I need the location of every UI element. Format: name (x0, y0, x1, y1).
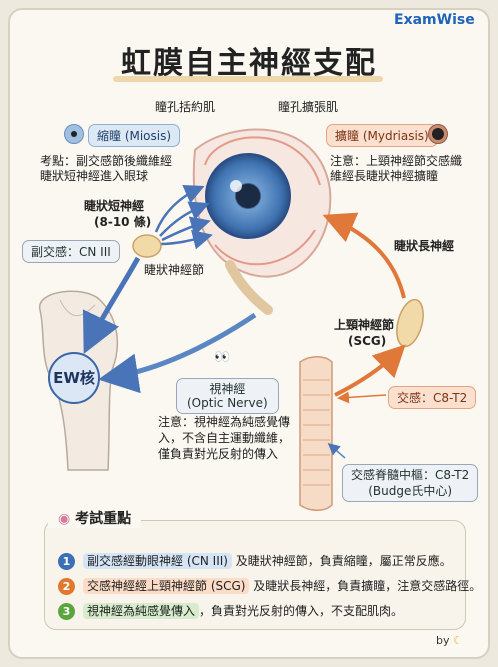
budge-pointer (327, 443, 346, 459)
exam-points-heading: ◉ 考試重點 (48, 508, 142, 528)
exam-item-3-text: ，負責對光反射的傳入，不支配肌肉。 (199, 604, 404, 618)
title-highlight (113, 76, 383, 82)
scg-label: 上頸神經節 (334, 318, 395, 332)
sympathetic-note-line2: 維經長睫狀神經擴瞳 (330, 169, 439, 183)
exam-item-3-highlight: 視神經為純感覺傳入 (83, 603, 200, 619)
scg-shape (396, 298, 424, 348)
ciliary-ganglion-label: 睫狀神經節 (144, 263, 205, 277)
exam-item-3: 3 視神經為純感覺傳入，負責對光反射的傳入，不支配肌肉。 (58, 601, 403, 621)
ciliary-ganglion-shape (132, 234, 162, 258)
short-ciliary-label: 睫狀短神經 (84, 199, 145, 213)
short-ciliary-count: (8-10 條) (94, 215, 152, 229)
optic-nerve-english: (Optic Nerve) (187, 396, 268, 410)
scg-abbrev: (SCG) (348, 334, 387, 348)
footer-credit: by ☾ (436, 634, 463, 647)
miosis-eye-icon (64, 124, 84, 144)
exam-heading-text: 考試重點 (75, 511, 132, 527)
sympathetic-note-line1: 注意：上頸神經節交感纖 (330, 154, 463, 168)
eyeball (192, 128, 332, 315)
banana-icon: ☾ (453, 634, 463, 647)
exam-item-2-number: 2 (58, 578, 75, 595)
exam-item-1: 1 副交感經動眼神經 (CN III) 及睫狀神經節，負責縮瞳，屬正常反應。 (58, 551, 452, 571)
sympathetic-pointer (337, 391, 387, 404)
exam-item-3-number: 3 (58, 603, 75, 620)
exam-item-2-highlight: 交感神經經上頸神經節 (SCG) (83, 578, 250, 594)
brand-logo: ExamWise (394, 12, 475, 28)
short-ciliary-arrows (154, 184, 213, 250)
ew-nucleus: EW核 (48, 352, 100, 404)
parasympathetic-note-line2: 睫狀短神經進入眼球 (40, 169, 149, 183)
cn3-badge: 副交感：CN III (22, 240, 120, 263)
spinal-cord (299, 356, 333, 511)
mydriasis-badge: 擴瞳 (Mydriasis) (326, 124, 438, 147)
long-ciliary-label: 睫狀長神經 (394, 239, 455, 253)
budge-center-name: (Budge氏中心) (368, 484, 453, 498)
optic-note-line1: 注意：視神經為純感覺傳 (158, 415, 291, 429)
sympathetic-spinal-arrow (334, 344, 406, 397)
exam-item-2-text: 及睫狀長神經，負責擴瞳，注意交感路徑。 (249, 579, 482, 593)
sympathetic-badge: 交感：C8-T2 (388, 386, 477, 409)
dilator-label: 瞳孔擴張肌 (278, 100, 339, 114)
brain-icon: ◉ (58, 511, 71, 527)
page-title: 虹膜自主神經支配 (121, 46, 377, 81)
budge-center-label: 交感脊髓中樞：C8-T2 (351, 468, 470, 482)
parasympathetic-note-line1: 考點：副交感節後纖維經 (40, 154, 173, 168)
optic-nerve-arrow (98, 312, 257, 394)
eye-ear-icons: 👀 (214, 350, 231, 365)
optic-note-line3: 僅負責對光反射的傳入 (158, 447, 279, 461)
optic-nerve-badge: 視神經 (Optic Nerve) (176, 378, 279, 414)
footer-by: by (436, 634, 450, 647)
optic-nerve-label: 視神經 (209, 382, 246, 396)
exam-item-1-number: 1 (58, 553, 75, 570)
cn3-arrow (82, 256, 141, 355)
budge-center-badge: 交感脊髓中樞：C8-T2 (Budge氏中心) (342, 464, 479, 502)
exam-item-1-highlight: 副交感經動眼神經 (CN III) (83, 553, 232, 569)
exam-item-2: 2 交感神經經上頸神經節 (SCG) 及睫狀長神經，負責擴瞳，注意交感路徑。 (58, 576, 481, 596)
mydriasis-eye-icon (428, 124, 448, 144)
exam-item-1-text: 及睫狀神經節，負責縮瞳，屬正常反應。 (231, 554, 452, 568)
miosis-badge: 縮瞳 (Miosis) (88, 124, 181, 147)
optic-note-line2: 入，不含自主運動纖維， (158, 431, 291, 445)
sphincter-label: 瞳孔括約肌 (155, 100, 216, 114)
long-ciliary-arrow (322, 212, 406, 299)
